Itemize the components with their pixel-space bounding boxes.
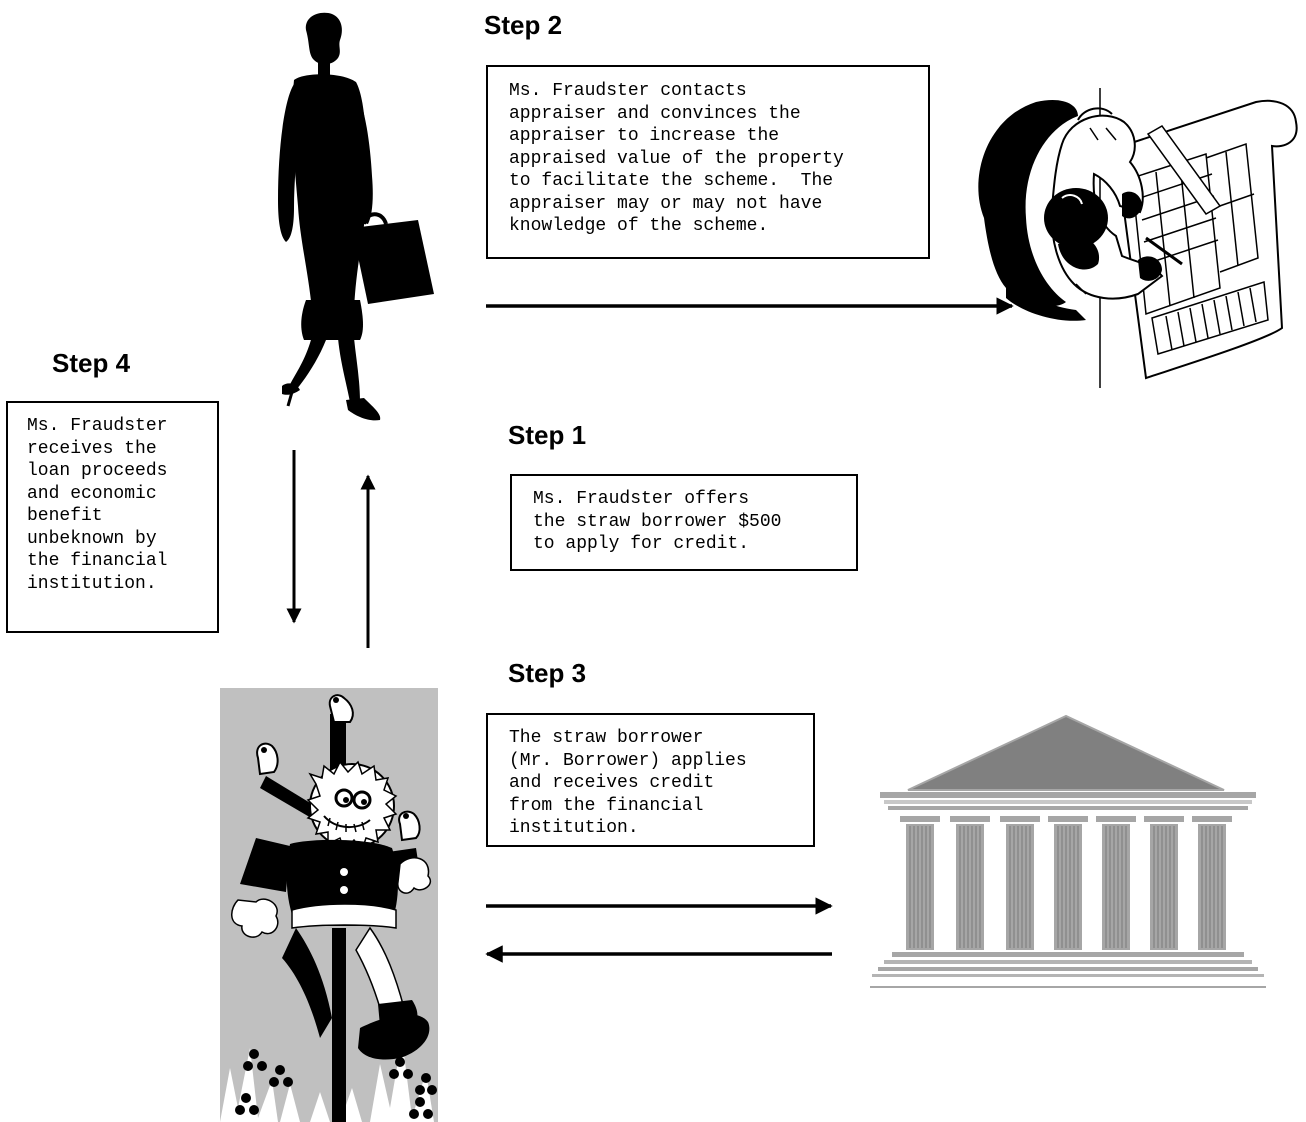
bank-column: [1000, 816, 1040, 950]
step-3-heading: Step 3: [508, 658, 587, 688]
businesswoman-silhouette-icon: [278, 12, 434, 421]
appraiser-at-desk-icon: [978, 88, 1298, 388]
bank-column: [1048, 816, 1088, 950]
bank-column: [1144, 816, 1184, 950]
bank-column: [1192, 816, 1232, 950]
step-3-description: The straw borrower (Mr. Borrower) applie…: [486, 713, 815, 847]
step-4-heading: Step 4: [52, 348, 131, 378]
step-2-description: Ms. Fraudster contacts appraiser and con…: [486, 65, 930, 259]
bank-column: [900, 816, 940, 950]
step-1-description: Ms. Fraudster offers the straw borrower …: [510, 474, 858, 571]
bank-building-icon: [870, 714, 1266, 988]
step-2-heading: Step 2: [484, 10, 563, 40]
bank-column: [1096, 816, 1136, 950]
step-1-heading: Step 1: [508, 420, 587, 450]
scarecrow-icon: [220, 688, 438, 1122]
bank-column: [950, 816, 990, 950]
step-4-description: Ms. Fraudster receives the loan proceeds…: [6, 401, 219, 633]
